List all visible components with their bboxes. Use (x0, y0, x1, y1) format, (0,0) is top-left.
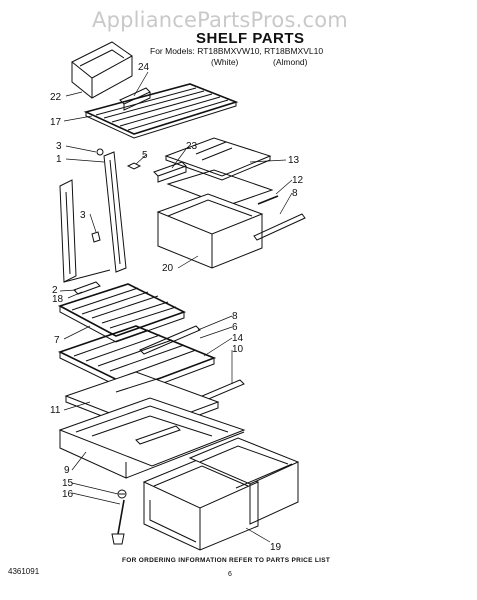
part-7-wire-shelf (57, 283, 187, 343)
callout-3-mid: 3 (80, 210, 86, 221)
callout-9: 9 (64, 465, 70, 476)
callout-12: 12 (292, 175, 304, 186)
callout-18: 18 (52, 294, 64, 305)
variant-almond-label: (Almond) (273, 57, 308, 67)
part-19-crisper-drawer-right (188, 437, 300, 525)
document-number: 4361091 (8, 567, 40, 576)
callout-17: 17 (50, 117, 62, 128)
callout-8-upper: 8 (292, 188, 298, 199)
callout-7: 7 (54, 335, 60, 346)
callout-8-lower: 8 (232, 311, 238, 322)
watermark-text: AppliancePartsPros.com (92, 8, 348, 32)
callout-3-top: 3 (56, 141, 62, 152)
part-5-shelf-stop (126, 162, 142, 170)
leader-lines (59, 71, 293, 543)
part-3-screw-mid (91, 231, 101, 243)
part-18-support-base (63, 269, 111, 295)
callout-6: 6 (232, 322, 238, 333)
callout-14: 14 (232, 333, 244, 344)
part-20-upper-crisper (156, 193, 264, 269)
part-3-screw-top (96, 148, 104, 156)
part-23-shelf-clip (153, 161, 187, 183)
callout-1: 1 (56, 154, 62, 165)
part-15-screw (117, 489, 127, 499)
callout-16: 16 (62, 489, 74, 500)
part-13-glass-shelf (164, 137, 272, 181)
part-1-vertical-support (103, 151, 127, 273)
variant-white-label: (White) (211, 57, 239, 67)
callout-22: 22 (50, 92, 62, 103)
part-8-drawer-rail-upper (253, 213, 306, 241)
part-9-crisper-frame (58, 397, 246, 479)
page-number: 6 (228, 571, 232, 578)
callout-24: 24 (138, 62, 150, 73)
model-list: For Models: RT18BMXVW10, RT18BMXVL10 (150, 46, 324, 56)
callout-10: 10 (232, 344, 244, 355)
part-22-dairy-bin (71, 41, 133, 99)
part-17-wire-shelf (83, 83, 239, 139)
callout-13: 13 (288, 155, 300, 166)
ordering-info-note: FOR ORDERING INFORMATION REFER TO PARTS … (122, 557, 331, 564)
part-16-adjustment-rod (111, 499, 125, 545)
callout-23: 23 (186, 141, 198, 152)
callout-11: 11 (50, 405, 61, 416)
part-shelf-side-rail (59, 179, 77, 283)
callout-15: 15 (62, 478, 74, 489)
callout-19: 19 (270, 542, 282, 553)
page-title: SHELF PARTS (196, 30, 305, 47)
callout-numbers: 22 24 17 3 1 23 5 13 12 8 20 3 2 18 7 8 … (50, 62, 304, 553)
callout-2: 2 (52, 285, 58, 296)
callout-20: 20 (162, 263, 174, 274)
callout-5: 5 (142, 150, 148, 161)
